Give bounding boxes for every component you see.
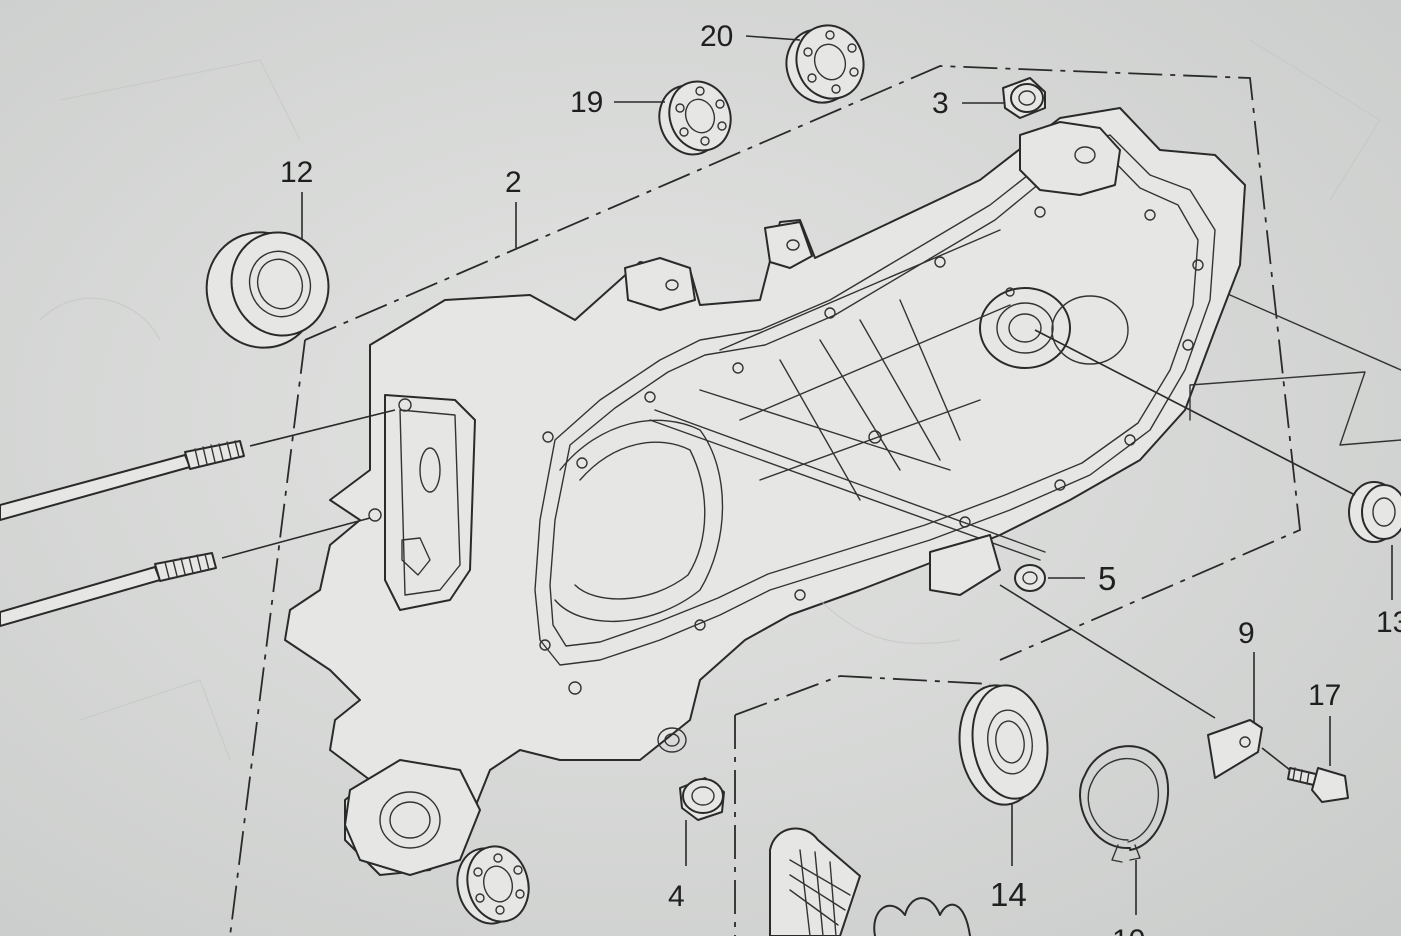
bushing-4: [679, 777, 725, 821]
seal-13: [1348, 481, 1401, 543]
leader-stud-upper: [249, 409, 396, 447]
stud-bolt-lower: [0, 552, 217, 627]
callout-10: 10: [1112, 924, 1145, 936]
leader-20: [745, 35, 801, 41]
circlip-10: [1079, 745, 1170, 863]
stud-bolt-upper: [0, 440, 245, 521]
callout-3: 3: [932, 87, 949, 120]
group-outline-dashed: [229, 65, 1301, 936]
oil-seal-12: [205, 231, 330, 349]
dowel-3: [1002, 77, 1046, 119]
leader-9-to-case: [999, 584, 1216, 719]
callout-4: 4: [668, 880, 685, 913]
leader-17-to-9: [1261, 747, 1291, 771]
right-reference-box: [1189, 294, 1401, 446]
spring-partial-bottom: [873, 897, 971, 936]
dowel-5: [1014, 564, 1046, 592]
plate-9: [1207, 719, 1263, 779]
callout-9: 9: [1238, 617, 1255, 650]
paper-show-through: [39, 39, 1381, 761]
bearing-lower-left: [456, 845, 530, 925]
callout-2: 2: [505, 166, 522, 199]
callout-13: 13: [1376, 606, 1401, 639]
callout-19: 19: [570, 86, 603, 119]
screw-partial-bottom: [769, 827, 861, 936]
bearing-19: [658, 80, 732, 156]
bearing-14: [958, 684, 1049, 806]
callout-14: 14: [990, 876, 1027, 913]
left-crankcase-half: [284, 107, 1246, 876]
callout-20: 20: [700, 20, 733, 53]
leader-13: [1034, 329, 1356, 496]
bearing-20: [785, 24, 865, 104]
leader-stud-lower: [221, 517, 371, 559]
callout-17: 17: [1308, 679, 1341, 712]
callout-5: 5: [1098, 560, 1116, 597]
bolt-17: [1287, 767, 1349, 803]
lower-group-outline-dashed: [734, 675, 991, 936]
callout-12: 12: [280, 156, 313, 189]
